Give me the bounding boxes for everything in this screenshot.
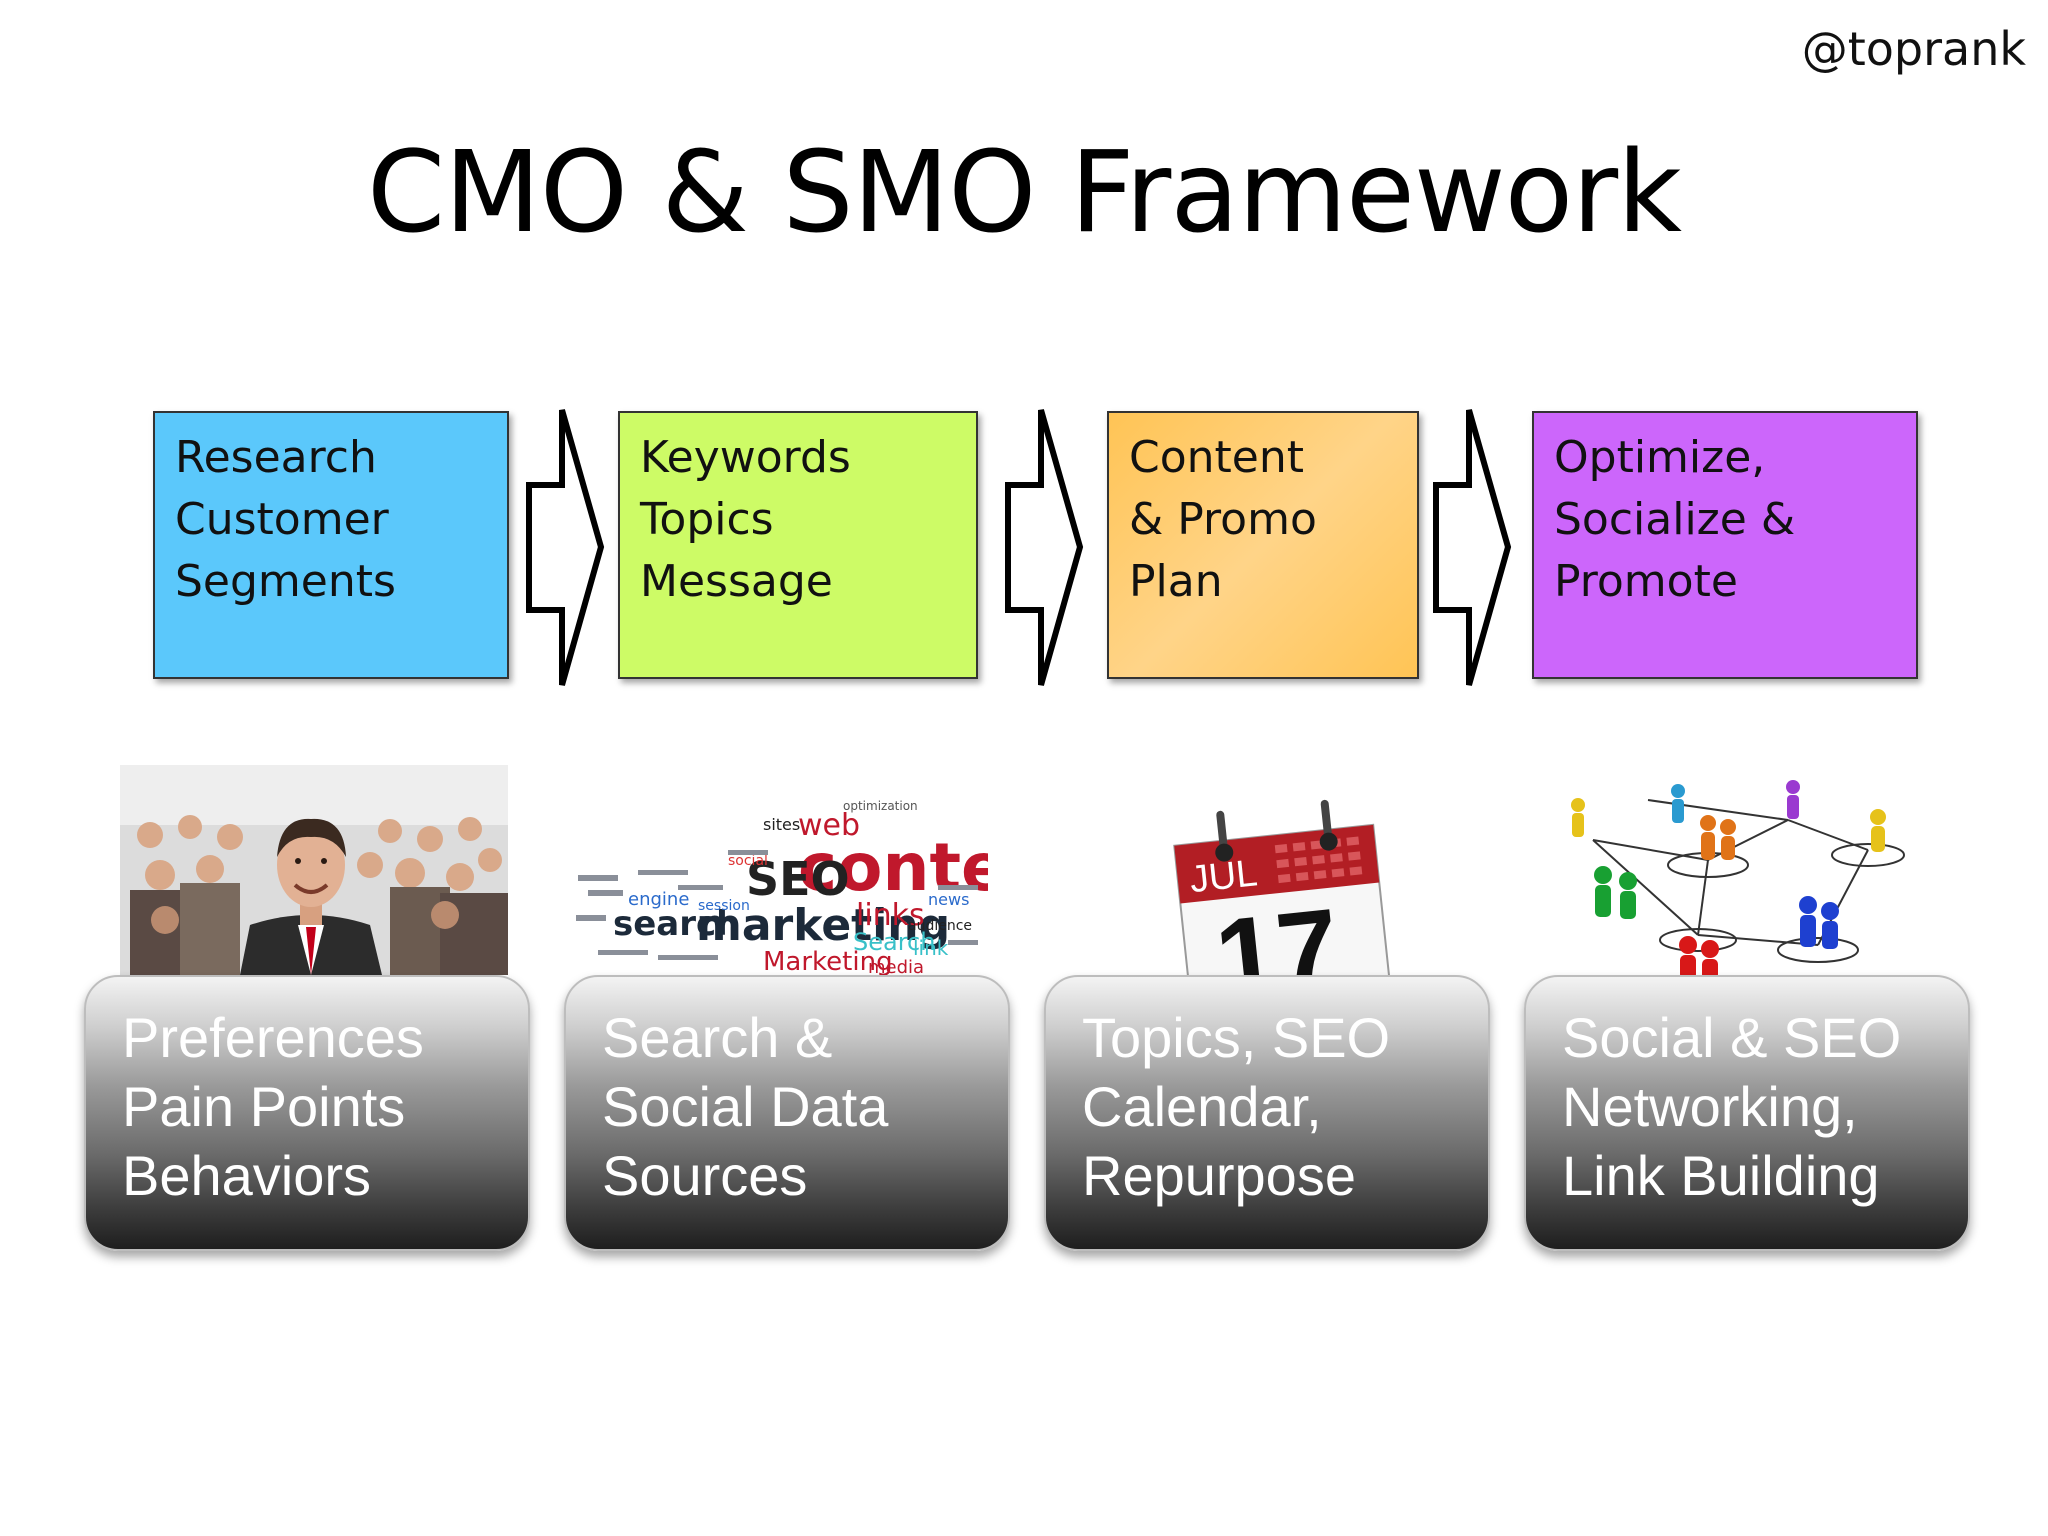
handle: @toprank [1801,22,2026,76]
word: marketing [696,900,950,951]
step-line: Socialize & [1554,494,1796,545]
word: SEO [746,852,850,906]
step-line: Promote [1554,556,1738,607]
step-line: & Promo [1129,494,1317,545]
card-line: Repurpose [1082,1144,1356,1207]
arrow-right-icon [526,409,605,686]
card-line: Pain Points [122,1075,406,1138]
word: Search [853,928,935,956]
word-cloud-image: web content SEO search marketing links s… [568,765,988,975]
word: engine [628,889,689,910]
card-preferences: Preferences Pain Points Behaviors [84,975,530,1251]
card-line: Sources [602,1144,808,1207]
card-line: Search & [602,1006,833,1069]
card-search-social: Search & Social Data Sources [564,975,1010,1251]
word: social [728,853,768,869]
audience-photo [120,765,508,975]
card-line: Topics, SEO [1082,1006,1391,1069]
word: optimization [843,799,918,813]
step-optimize: Optimize, Socialize & Promote [1532,411,1918,679]
card-line: Social Data [602,1075,889,1138]
card-line: Behaviors [122,1144,372,1207]
step-research: Research Customer Segments [153,411,509,679]
word: session [698,898,750,914]
card-line: Calendar, [1082,1075,1322,1138]
word: sites [763,815,800,834]
card-line: Social & SEO [1562,1006,1902,1069]
word: audience [908,918,972,934]
step-line: Content [1129,432,1304,483]
page-title: CMO & SMO Framework [366,128,1682,258]
step-line: Research [175,432,377,483]
step-keywords: Keywords Topics Message [618,411,978,679]
step-line: Optimize, [1554,432,1766,483]
calendar-icon: JUL 17 [1130,765,1430,975]
word: link [913,936,949,960]
word: web [798,808,860,843]
word: news [928,890,969,909]
word: links [856,898,925,933]
step-line: Customer [175,494,389,545]
word: search [613,904,740,944]
arrow-right-icon [1433,409,1512,686]
card-topics-seo: Topics, SEO Calendar, Repurpose [1044,975,1490,1251]
calendar-day: 17 [1210,886,1345,975]
step-line: Plan [1129,556,1223,607]
word: Marketing [763,947,893,975]
step-line: Segments [175,556,396,607]
word: content [798,829,988,906]
arrow-right-icon [1005,409,1084,686]
step-content: Content & Promo Plan [1107,411,1419,679]
card-line: Preferences [122,1006,424,1069]
card-line: Link Building [1562,1144,1880,1207]
step-line: Message [640,556,833,607]
step-line: Keywords [640,432,851,483]
step-line: Topics [640,494,774,545]
social-network-icon [1548,765,1928,975]
word: media [868,957,924,975]
card-line: Networking, [1562,1075,1858,1138]
card-social-seo: Social & SEO Networking, Link Building [1524,975,1970,1251]
